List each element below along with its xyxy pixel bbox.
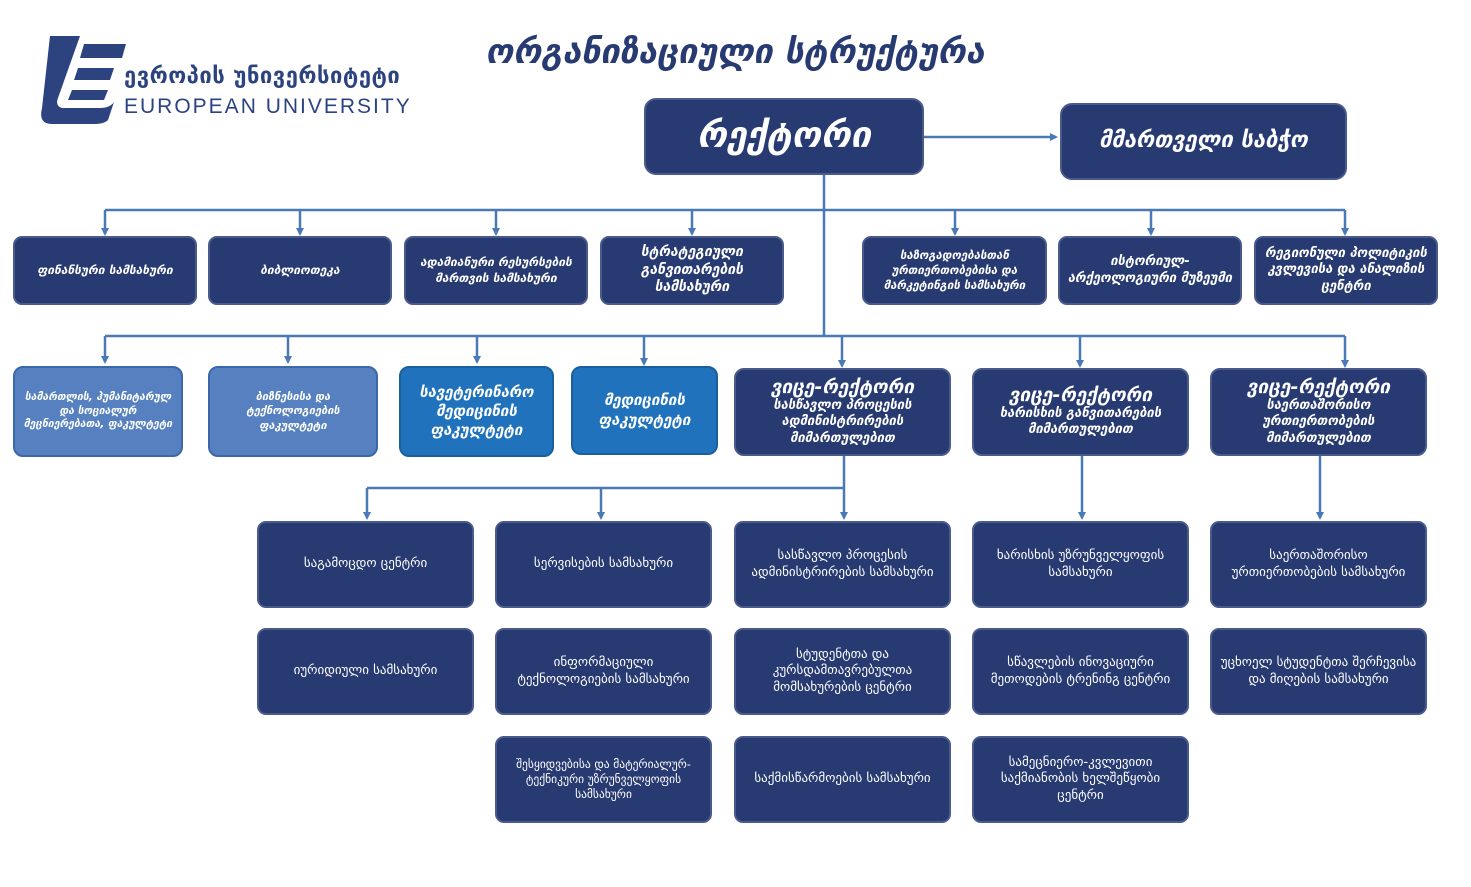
service-library-label: ბიბლიოთეკა: [260, 262, 340, 277]
unit-procurement-service: შესყიდვებისა და მატერიალურ-ტექნიკური უზრ…: [495, 736, 712, 823]
service-strategic-development-label: სტრატეგიული განვითარების სამსახური: [640, 243, 744, 296]
governing-board-box: მმართველი საბჭო: [1060, 103, 1347, 180]
unit-foreign-admissions-label: უცხოელ სტუდენტთა შერჩევისა და მიღების სა…: [1220, 654, 1417, 687]
rector-label: რექტორი: [697, 115, 871, 157]
faculty-business-technology: ბიზნესისა და ტექნოლოგიების ფაკულტეტი: [208, 366, 378, 457]
vice-rector-academic: ვიცე-რექტორი სასწავლო პროცესის ადმინისტრ…: [734, 368, 951, 456]
unit-teaching-innovation-center: სწავლების ინოვაციური მეთოდების ტრენინგ ც…: [972, 628, 1189, 715]
unit-services-label: სერვისების სამსახური: [533, 556, 674, 572]
unit-academic-administration-label: სასწავლო პროცესის ადმინისტრირების სამსახ…: [751, 547, 934, 580]
faculty-business-technology-label: ბიზნესისა და ტექნოლოგიების ფაკულტეტი: [246, 390, 340, 432]
unit-it-service-label: ინფორმაციული ტექნოლოგიების სამსახური: [517, 654, 690, 687]
service-public-relations: საზოგადოებასთან ურთიერთობებისა და მარკეტ…: [862, 236, 1047, 305]
unit-foreign-admissions: უცხოელ სტუდენტთა შერჩევისა და მიღების სა…: [1210, 628, 1427, 715]
faculty-medicine-label: მედიცინის ფაკულტეტი: [598, 391, 691, 429]
logo-text-georgian: ევროპის უნივერსიტეტი: [124, 64, 401, 89]
unit-student-alumni-center: სტუდენტთა და კურსდამთავრებულთა მომსახურე…: [734, 628, 951, 715]
governing-board-label: მმართველი საბჭო: [1099, 128, 1308, 154]
unit-international-relations-label: საერთაშორისო ურთიერთობების სამსახური: [1231, 547, 1406, 580]
vice-rector-international: ვიცე-რექტორი საერთაშორისო ურთიერთობების …: [1210, 368, 1427, 456]
unit-research-support-center-label: სამეცნიერო-კვლევითი საქმიანობის ხელშეწყო…: [1000, 754, 1161, 803]
vice-rector-quality-head: ვიცე-რექტორი: [1008, 383, 1153, 406]
unit-academic-administration: სასწავლო პროცესის ადმინისტრირების სამსახ…: [734, 521, 951, 608]
faculty-veterinary-medicine: სავეტერინარო მედიცინის ფაკულტეტი: [399, 366, 554, 457]
faculty-law-humanities: სამართლის, ჰუმანიტარულ და სოციალურ მეცნი…: [13, 366, 183, 457]
unit-records-management: საქმისწარმოების სამსახური: [734, 736, 951, 823]
unit-international-relations: საერთაშორისო ურთიერთობების სამსახური: [1210, 521, 1427, 608]
service-strategic-development: სტრატეგიული განვითარების სამსახური: [600, 236, 784, 305]
service-human-resources: ადამიანური რესურსების მართვის სამსახური: [404, 236, 588, 305]
service-finance: ფინანსური სამსახური: [13, 236, 197, 305]
unit-quality-assurance: ხარისხის უზრუნველყოფის სამსახური: [972, 521, 1189, 608]
service-human-resources-label: ადამიანური რესურსების მართვის სამსახური: [420, 255, 572, 285]
faculty-law-humanities-label: სამართლის, ჰუმანიტარულ და სოციალურ მეცნი…: [23, 391, 173, 431]
logo-text-english: EUROPEAN UNIVERSITY: [124, 95, 412, 118]
unit-student-alumni-center-label: სტუდენტთა და კურსდამთავრებულთა მომსახურე…: [772, 646, 913, 695]
service-finance-label: ფინანსური სამსახური: [37, 262, 173, 277]
service-museum: ისტორიულ-არქეოლოგიური მუზეუმი: [1058, 236, 1242, 305]
unit-exam-center: საგამოცდო ცენტრი: [257, 521, 474, 608]
unit-procurement-service-label: შესყიდვებისა და მატერიალურ-ტექნიკური უზრ…: [516, 757, 691, 801]
service-museum-label: ისტორიულ-არქეოლოგიური მუზეუმი: [1067, 253, 1233, 286]
faculty-medicine: მედიცინის ფაკულტეტი: [571, 366, 718, 455]
unit-quality-assurance-label: ხარისხის უზრუნველყოფის სამსახური: [996, 547, 1165, 580]
vice-rector-academic-sub: სასწავლო პროცესის ადმინისტრირების მიმართ…: [773, 397, 912, 446]
vice-rector-quality: ვიცე-რექტორი ხარისხის განვითარების მიმარ…: [972, 368, 1189, 456]
unit-teaching-innovation-center-label: სწავლების ინოვაციური მეთოდების ტრენინგ ც…: [990, 654, 1171, 687]
unit-legal-service: იურიდიული სამსახური: [257, 628, 474, 715]
service-regional-policy-center-label: რეგიონული პოლიტიკის კვლევისა და ანალიზის…: [1265, 245, 1427, 294]
service-regional-policy-center: რეგიონული პოლიტიკის კვლევისა და ანალიზის…: [1254, 236, 1438, 305]
unit-records-management-label: საქმისწარმოების სამსახური: [754, 771, 931, 787]
unit-services: სერვისების სამსახური: [495, 521, 712, 608]
university-logo: [38, 34, 418, 129]
unit-exam-center-label: საგამოცდო ცენტრი: [303, 556, 428, 572]
vice-rector-academic-head: ვიცე-რექტორი: [770, 375, 915, 398]
page-title: ორგანიზაციული სტრუქტურა: [485, 32, 985, 72]
faculty-veterinary-medicine-label: სავეტერინარო მედიცინის ფაკულტეტი: [419, 382, 534, 440]
unit-research-support-center: სამეცნიერო-კვლევითი საქმიანობის ხელშეწყო…: [972, 736, 1189, 823]
vice-rector-quality-sub: ხარისხის განვითარების მიმართულებით: [999, 405, 1162, 438]
vice-rector-international-head: ვიცე-რექტორი: [1246, 375, 1391, 398]
service-public-relations-label: საზოგადოებასთან ურთიერთობებისა და მარკეტ…: [883, 248, 1026, 292]
logo-mark-icon: [41, 36, 126, 124]
unit-legal-service-label: იურიდიული სამსახური: [293, 663, 438, 679]
service-library: ბიბლიოთეკა: [208, 236, 392, 305]
vice-rector-international-sub: საერთაშორისო ურთიერთობების მიმართულებით: [1262, 397, 1375, 446]
unit-it-service: ინფორმაციული ტექნოლოგიების სამსახური: [495, 628, 712, 715]
rector-box: რექტორი: [644, 98, 924, 175]
